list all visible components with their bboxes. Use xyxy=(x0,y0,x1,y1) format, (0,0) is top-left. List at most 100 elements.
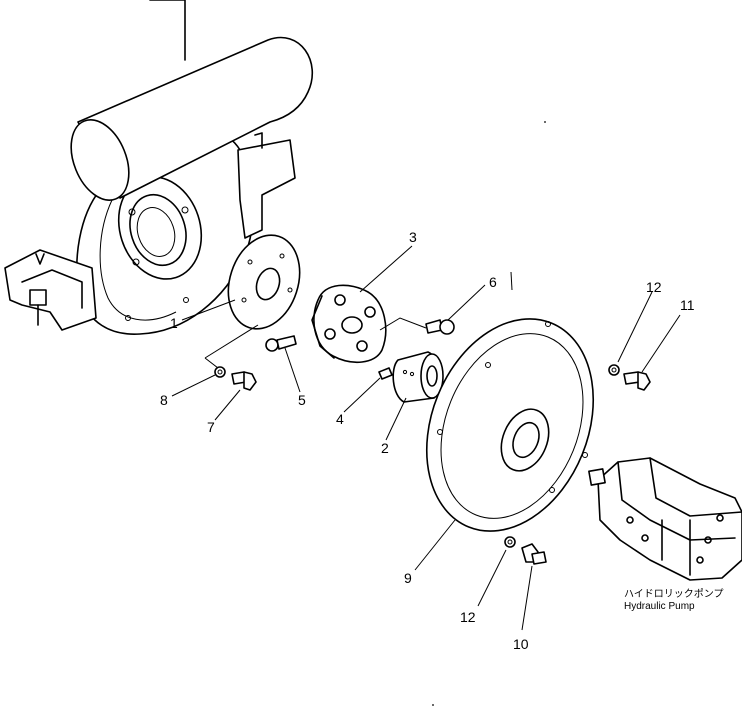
label-part-9: 9 xyxy=(404,570,412,586)
leader-1 xyxy=(181,299,236,321)
set-screw xyxy=(378,367,393,380)
label-part-7: 7 xyxy=(207,419,215,435)
mount-rubber xyxy=(29,289,47,306)
washer-12-upper xyxy=(608,364,620,376)
part-11-bolt xyxy=(623,371,651,391)
mount-stud xyxy=(35,253,45,265)
alignment-line xyxy=(379,317,427,331)
hub-setscrew-hole xyxy=(409,371,415,377)
label-part-6: 6 xyxy=(489,274,497,290)
washer-8 xyxy=(214,366,226,378)
label-part-12-lower: 12 xyxy=(460,609,476,625)
part-12-washer-lower xyxy=(504,536,516,548)
pump-bolt xyxy=(641,534,649,542)
alignment-line xyxy=(204,357,219,369)
part-6-bolt xyxy=(425,319,455,335)
housing-bolt-hole xyxy=(181,206,189,214)
label-part-2: 2 xyxy=(381,440,389,456)
washer-12-lower xyxy=(504,536,516,548)
pump-bolt xyxy=(716,514,724,522)
plate-boss xyxy=(500,408,550,472)
washer-12-upper-hole xyxy=(611,367,617,373)
leader-11 xyxy=(641,314,681,373)
mount-inner-edge xyxy=(21,269,83,309)
leader-9 xyxy=(414,519,456,571)
housing-bore xyxy=(129,193,187,267)
leader-7 xyxy=(214,389,241,421)
pump-bolt xyxy=(696,556,704,564)
adapter-bolt-hole xyxy=(247,259,253,265)
adapter-plate-bore xyxy=(255,267,281,301)
washer-12-lower-hole xyxy=(507,539,513,545)
housing-bolt-hole xyxy=(125,315,131,321)
bolt-7-head xyxy=(243,371,257,391)
leader-12-lower xyxy=(477,549,507,607)
alignment-line xyxy=(204,324,259,359)
part-3-coupling xyxy=(311,284,387,363)
coupling-lug xyxy=(334,294,346,306)
part-10-bolt xyxy=(521,543,547,565)
leader-lines xyxy=(171,245,681,631)
plate-bolt-hole xyxy=(582,452,588,458)
leader-6 xyxy=(447,284,486,321)
housing-inner-bore xyxy=(136,207,176,257)
pump-caption: ハイドロリックポンプ Hydraulic Pump xyxy=(624,588,724,612)
adapter-bolt-hole xyxy=(279,253,285,259)
coupling-hub xyxy=(341,316,363,334)
label-part-3: 3 xyxy=(409,229,417,245)
bolt-11-head xyxy=(637,371,651,391)
hydraulic-pump xyxy=(588,457,742,581)
pump-shaft xyxy=(588,468,606,486)
label-part-4: 4 xyxy=(336,411,344,427)
pump-bolt xyxy=(704,536,712,544)
bolt-5-head xyxy=(265,338,279,352)
print-speck xyxy=(544,121,546,123)
housing-bolt-hole xyxy=(183,297,189,303)
housing-rim xyxy=(99,199,177,321)
bracket-stud xyxy=(254,132,263,149)
part-7-bolt xyxy=(231,371,257,391)
leader-10 xyxy=(521,565,533,631)
center-mark xyxy=(510,271,513,291)
housing-bolt-hole xyxy=(132,258,140,266)
muffler-end-cap xyxy=(70,119,130,201)
leader-12-upper xyxy=(617,291,653,363)
adapter-plate xyxy=(227,234,301,330)
hub-face xyxy=(420,353,444,399)
part-9-plate xyxy=(425,318,595,532)
plate-bolt-hole xyxy=(437,429,443,435)
coupling-side xyxy=(311,295,335,359)
engine-left-mount xyxy=(4,249,97,331)
plate-bolt-hole xyxy=(485,362,491,368)
label-part-10: 10 xyxy=(513,636,529,652)
print-speck xyxy=(432,704,434,706)
part-number-labels: 1 2 3 4 5 6 7 8 9 10 11 12 12 xyxy=(160,229,695,652)
engine-top-block xyxy=(149,0,186,61)
pump-housing-edge xyxy=(649,457,742,517)
coupling-lug xyxy=(356,340,368,352)
bolt-5-shank xyxy=(276,335,297,350)
pump-caption-english: Hydraulic Pump xyxy=(624,601,695,612)
adapter-bolt-hole xyxy=(241,297,247,303)
plate-bolt-hole xyxy=(549,487,555,493)
part-12-washer-upper xyxy=(608,364,620,376)
leader-5 xyxy=(284,347,301,393)
pump-bolt xyxy=(626,516,634,524)
bolt-6-head xyxy=(439,319,455,335)
plate-rim xyxy=(440,333,584,519)
pump-caption-japanese: ハイドロリックポンプ xyxy=(624,588,724,600)
washer-8-hole xyxy=(217,369,223,375)
hub-setscrew-hole xyxy=(402,369,408,375)
plate-bolt-hole xyxy=(545,321,551,327)
label-part-1: 1 xyxy=(170,315,178,331)
label-part-8: 8 xyxy=(160,392,168,408)
label-part-5: 5 xyxy=(298,392,306,408)
plate-bore xyxy=(512,421,540,459)
engine-right-bracket xyxy=(237,139,296,239)
hub-bore xyxy=(426,365,438,387)
housing-bolt-hole xyxy=(128,208,136,216)
adapter-bolt-hole xyxy=(287,287,293,293)
part-8-washer xyxy=(214,366,226,378)
